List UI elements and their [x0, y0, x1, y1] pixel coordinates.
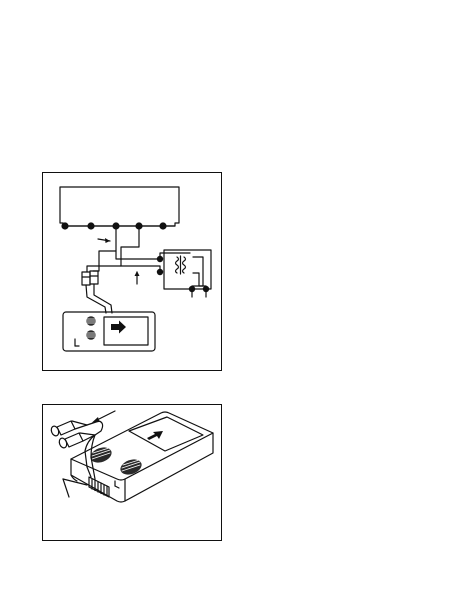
wire-d: [120, 265, 161, 273]
wire-a: [92, 225, 117, 272]
right-arrow-icon: [111, 320, 126, 334]
device-small-logo: [114, 480, 120, 489]
callout-line-terminal-2: [62, 478, 70, 498]
device-speaker-left: [90, 447, 112, 463]
wiring-diagram-panel: [42, 172, 222, 371]
transmitter-logo-mark: [74, 338, 80, 347]
device-speaker-right: [120, 459, 142, 475]
device-illustration: [50, 410, 214, 503]
transmitter-button-panel: [103, 316, 149, 346]
device-cable-2: [90, 434, 96, 480]
device-front-face: [70, 458, 126, 503]
terminal-1: [61, 222, 69, 230]
device-illustration-panel: [42, 404, 222, 541]
transformer-box: [163, 249, 212, 290]
terminal-5: [159, 222, 167, 230]
plug-right: [89, 270, 99, 285]
transformer-coil-primary: [174, 256, 180, 274]
device-terminal-block: [88, 476, 110, 498]
wires: [86, 225, 191, 273]
device-plug-upper: [50, 420, 88, 437]
cable-lead-2: [93, 283, 113, 314]
pointer-arrow-left-head: [105, 238, 110, 243]
up-right-arrow-icon: [147, 431, 163, 440]
callout-arrow-plugs-head: [92, 417, 100, 423]
terminal-2: [87, 222, 95, 230]
connector-plugs: [81, 270, 99, 286]
device-side-face: [124, 432, 214, 502]
chime-board: [59, 186, 180, 227]
wiring-diagram: [59, 186, 212, 352]
transmitter-speaker-top: [86, 316, 96, 326]
pointer-arrow-up-head: [134, 271, 140, 276]
device-plug-lower: [58, 432, 96, 449]
device-bottom-edge: [70, 474, 78, 482]
wire-b: [86, 225, 140, 273]
transformer-coil-secondary: [181, 256, 187, 274]
wire-c: [115, 250, 161, 260]
transmitter-speaker-bottom: [86, 330, 96, 340]
device-button-panel: [128, 416, 204, 452]
transformer-node-1: [156, 255, 164, 263]
transmitter-unit: [62, 311, 156, 352]
cable-lead-1: [85, 284, 107, 314]
transformer-node-2: [156, 268, 164, 276]
callout-line-terminal: [62, 478, 88, 486]
plug-left: [81, 271, 91, 286]
